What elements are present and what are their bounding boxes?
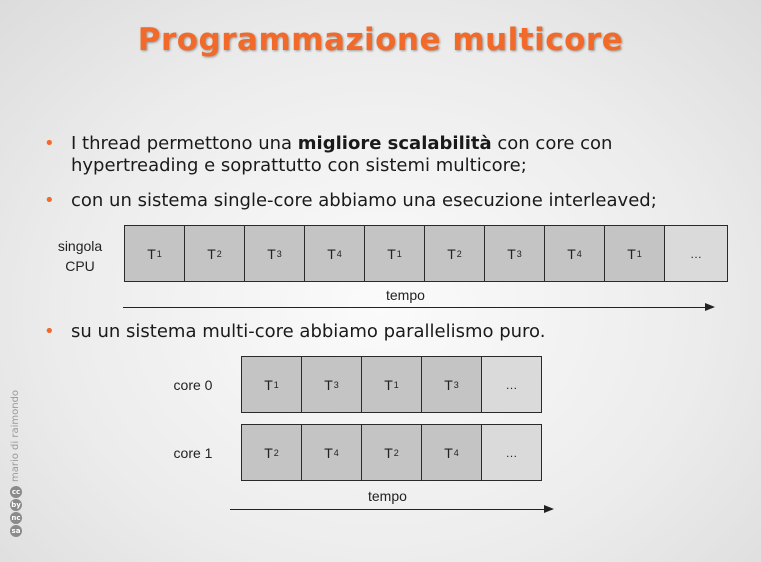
task-index: 3 xyxy=(276,248,282,259)
single-cpu-label: singola CPU xyxy=(46,236,114,276)
task-index: 3 xyxy=(453,379,459,390)
author-credit: mario di raimondo xyxy=(10,389,21,482)
task-index: 2 xyxy=(456,248,462,259)
bullet-3-text: su un sistema multi-core abbiamo paralle… xyxy=(71,321,546,342)
task-index: 1 xyxy=(396,248,402,259)
core-0-label: core 0 xyxy=(173,377,213,393)
task-index: 1 xyxy=(636,248,642,259)
sharealike-icon: sa xyxy=(10,525,22,537)
bullet-1-bold: migliore scalabilità xyxy=(297,133,492,154)
license-badge: cc by nc sa xyxy=(10,486,22,537)
task-index: 2 xyxy=(216,248,222,259)
bullet-dot: • xyxy=(44,133,55,154)
bullet-1-line2: hypertreading e soprattutto con sistemi … xyxy=(71,155,527,176)
task-index: 1 xyxy=(156,248,162,259)
attribution-icon: by xyxy=(10,499,22,511)
bullet-1-text-end: con core con xyxy=(491,133,613,154)
bullet-2-text: con un sistema single-core abbiamo una e… xyxy=(71,190,657,211)
ellipsis-cell: … xyxy=(481,356,542,413)
time-arrow xyxy=(230,505,554,513)
task-index: 1 xyxy=(273,379,279,390)
task-index: 2 xyxy=(273,447,279,458)
single-cpu-label-line2: CPU xyxy=(65,258,95,274)
task-index: 4 xyxy=(453,447,459,458)
ellipsis-cell: … xyxy=(481,424,542,481)
single-cpu-label-line1: singola xyxy=(57,238,103,254)
time-axis-label: tempo xyxy=(386,287,425,303)
core-1-label: core 1 xyxy=(173,445,213,461)
time-arrow xyxy=(123,303,715,311)
task-index: 2 xyxy=(393,447,399,458)
bullet-2: • con un sistema single-core abbiamo una… xyxy=(44,190,744,214)
time-axis-label: tempo xyxy=(368,488,407,504)
bullet-1-text-start: I thread permettono una xyxy=(71,133,298,154)
task-index: 3 xyxy=(333,379,339,390)
task-index: 3 xyxy=(516,248,522,259)
bullet-1: • I thread permettono una migliore scala… xyxy=(44,133,744,179)
bullet-dot: • xyxy=(44,321,55,342)
task-index: 4 xyxy=(576,248,582,259)
ellipsis-cell: … xyxy=(664,225,728,282)
cc-icon: cc xyxy=(10,486,22,498)
task-index: 1 xyxy=(393,379,399,390)
bullet-dot: • xyxy=(44,190,55,211)
task-index: 4 xyxy=(333,447,339,458)
bullet-3: • su un sistema multi-core abbiamo paral… xyxy=(44,321,744,345)
slide-title: Programmazione multicore xyxy=(137,22,624,58)
task-index: 4 xyxy=(336,248,342,259)
noncommercial-icon: nc xyxy=(10,512,22,524)
